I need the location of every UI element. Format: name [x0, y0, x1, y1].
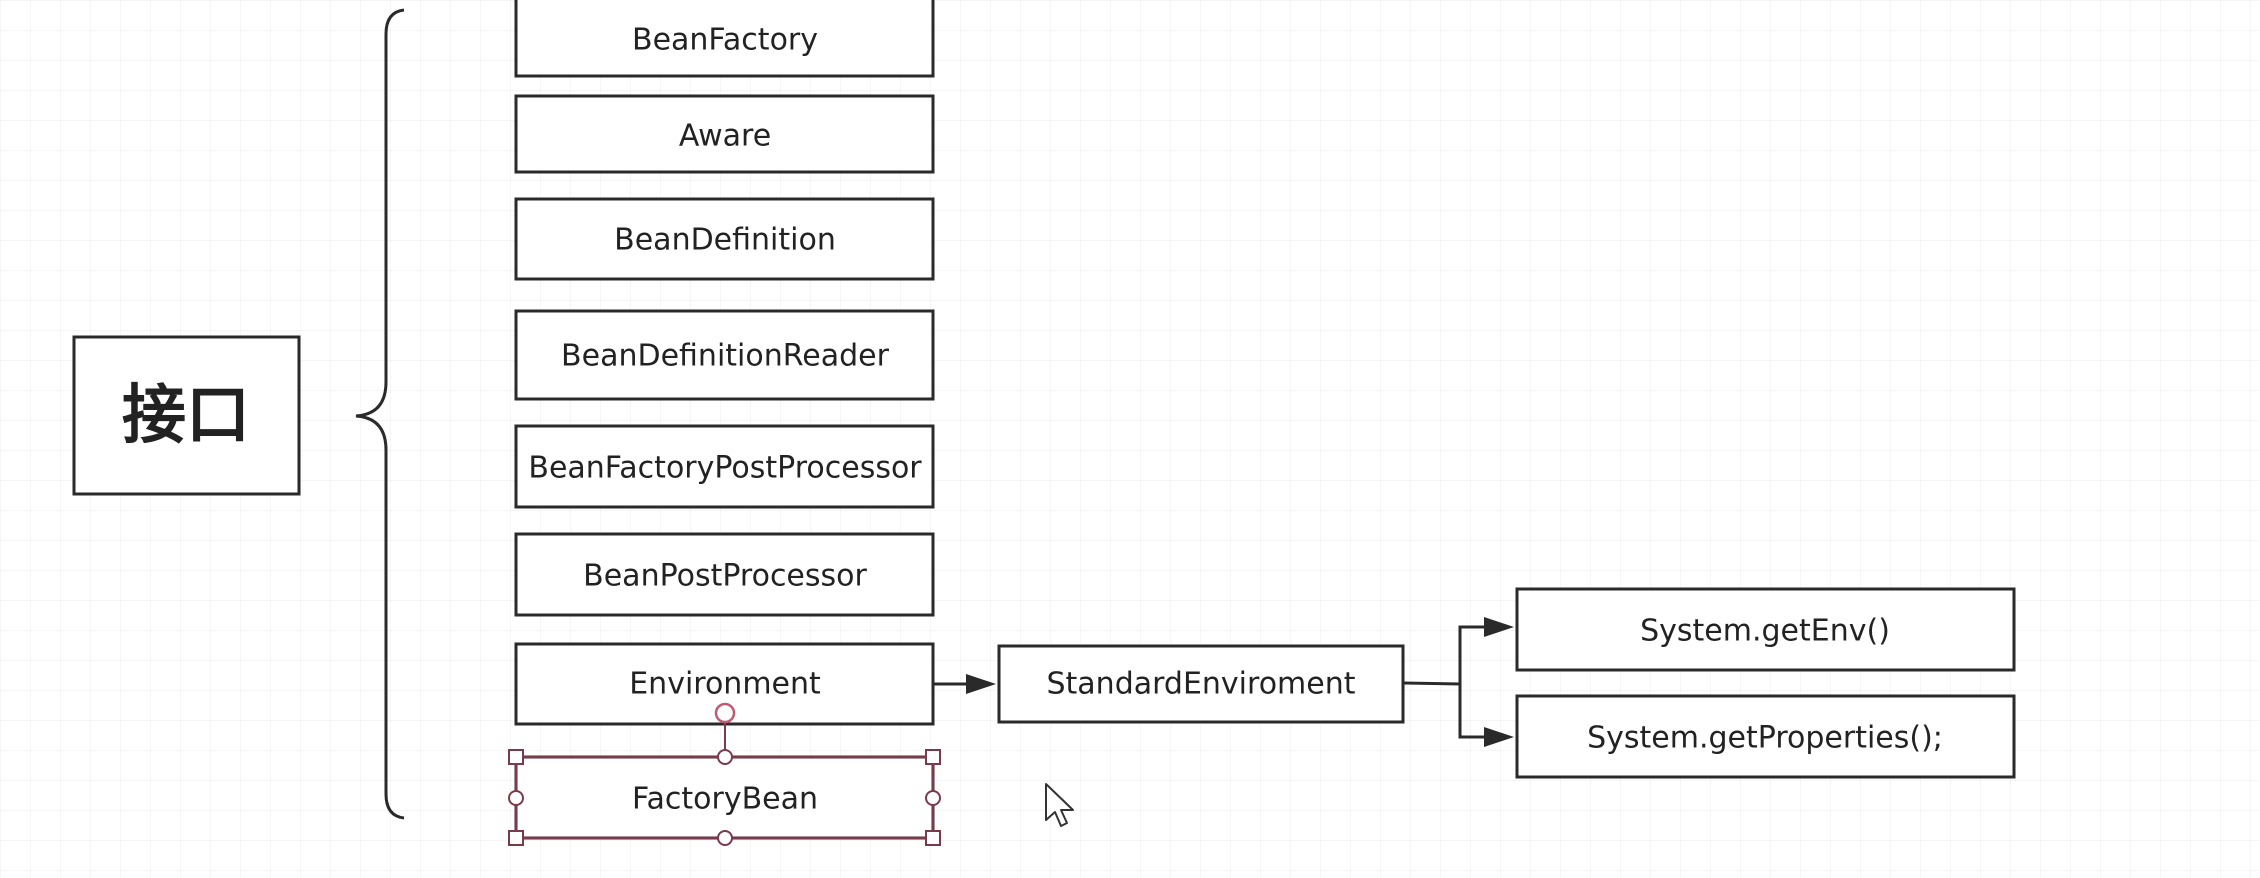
rotate-handle[interactable] — [714, 702, 736, 724]
node-system-getenv-label: System.getEnv() — [1640, 614, 1890, 649]
node-standardenviroment-label: StandardEnviroment — [1046, 667, 1355, 702]
node-beanpostprocessor[interactable]: BeanPostProcessor — [514, 532, 935, 617]
arrowhead-system-getproperties — [1484, 727, 1514, 747]
node-beandefinition[interactable]: BeanDefinition — [514, 197, 935, 281]
resize-handle-bottom[interactable] — [717, 830, 733, 846]
resize-handle-top[interactable] — [717, 749, 733, 765]
mouse-pointer-icon — [1045, 783, 1074, 827]
node-factorybean-label: FactoryBean — [632, 782, 818, 817]
node-beanfactory-label: BeanFactory — [632, 23, 818, 58]
node-beanpostprocessor-label: BeanPostProcessor — [583, 559, 867, 594]
node-interface-title-rect — [72, 335, 301, 496]
node-beandefinitionreader-label: BeanDefinitionReader — [561, 339, 890, 374]
node-beanfactorypostprocessor-label: BeanFactoryPostProcessor — [528, 451, 922, 486]
node-system-getenv[interactable]: System.getEnv() — [1515, 587, 2016, 672]
node-environment-label: Environment — [629, 667, 821, 702]
node-factorybean[interactable]: FactoryBean — [514, 755, 935, 840]
selection-overlay-factorybean — [508, 702, 941, 846]
arrowhead-standardenviroment — [966, 674, 996, 694]
node-system-getproperties[interactable]: System.getProperties(); — [1515, 694, 2016, 779]
node-environment[interactable]: Environment — [514, 642, 935, 726]
arrowhead-system-getenv — [1484, 617, 1514, 637]
node-system-getproperties-label: System.getProperties(); — [1587, 721, 1943, 756]
resize-handle-right[interactable] — [925, 790, 941, 806]
node-beandefinition-label: BeanDefinition — [614, 223, 836, 258]
connector-standardenviroment-branch[interactable] — [1403, 625, 1490, 739]
node-interface-title[interactable]: 接口 — [72, 335, 301, 496]
resize-handle-top-right[interactable] — [925, 749, 941, 765]
node-aware[interactable]: Aware — [514, 94, 935, 174]
node-beandefinitionreader[interactable]: BeanDefinitionReader — [514, 309, 935, 401]
resize-handle-left[interactable] — [508, 790, 524, 806]
interface-brace — [355, 8, 405, 820]
resize-handle-bottom-left[interactable] — [508, 830, 524, 846]
node-beanfactory[interactable]: BeanFactory — [514, 0, 935, 78]
node-standardenviroment[interactable]: StandardEnviroment — [997, 644, 1405, 724]
node-beanfactorypostprocessor[interactable]: BeanFactoryPostProcessor — [514, 424, 935, 509]
node-interface-title-label: 接口 — [122, 379, 250, 453]
resize-handle-top-left[interactable] — [508, 749, 524, 765]
node-aware-label: Aware — [679, 119, 771, 154]
resize-handle-bottom-right[interactable] — [925, 830, 941, 846]
